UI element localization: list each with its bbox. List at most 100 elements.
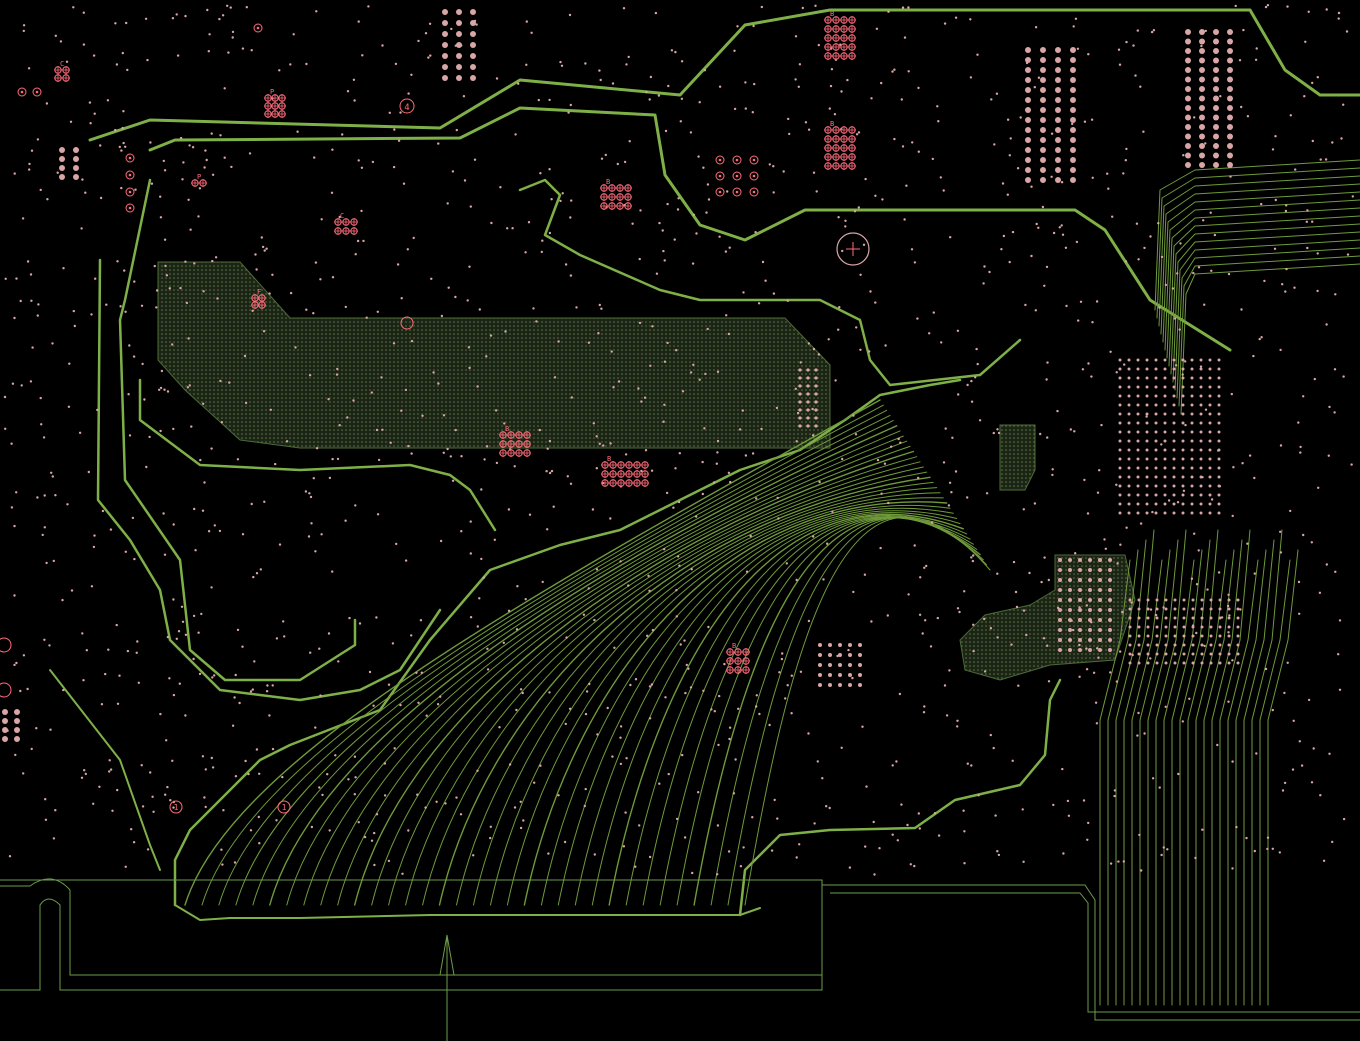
via[interactable] <box>948 481 952 484</box>
via[interactable] <box>1199 457 1203 461</box>
via[interactable] <box>335 373 339 376</box>
via[interactable] <box>1217 421 1221 425</box>
via[interactable] <box>1208 394 1212 398</box>
via[interactable] <box>1163 484 1167 488</box>
via[interactable] <box>870 620 873 623</box>
via[interactable] <box>133 557 136 561</box>
via[interactable] <box>1172 457 1176 461</box>
via[interactable] <box>1182 661 1186 665</box>
component-pad[interactable] <box>840 43 848 51</box>
via[interactable] <box>1209 598 1213 602</box>
via[interactable] <box>62 688 65 692</box>
via[interactable] <box>881 198 884 201</box>
via[interactable] <box>393 747 396 750</box>
via[interactable] <box>400 409 403 412</box>
via[interactable] <box>880 492 883 495</box>
via[interactable] <box>1185 162 1191 168</box>
via[interactable] <box>1190 448 1194 452</box>
via[interactable] <box>1164 705 1167 708</box>
via[interactable] <box>761 260 765 264</box>
via[interactable] <box>485 445 489 448</box>
via[interactable] <box>612 386 615 389</box>
via[interactable] <box>427 56 430 59</box>
via[interactable] <box>456 31 462 37</box>
via[interactable] <box>1164 661 1168 665</box>
via[interactable] <box>985 492 989 495</box>
via[interactable] <box>1145 448 1149 452</box>
via[interactable] <box>470 64 476 70</box>
via[interactable] <box>1145 475 1149 479</box>
via[interactable] <box>1123 363 1126 366</box>
via[interactable] <box>798 63 802 66</box>
via[interactable] <box>1173 607 1177 611</box>
via[interactable] <box>271 747 275 751</box>
via[interactable] <box>1173 598 1177 602</box>
via[interactable] <box>258 842 261 845</box>
via[interactable] <box>545 470 548 473</box>
via[interactable] <box>1302 395 1305 398</box>
via[interactable] <box>1070 117 1076 123</box>
via[interactable] <box>661 229 664 232</box>
via[interactable] <box>1213 95 1219 102</box>
via[interactable] <box>361 54 364 57</box>
via[interactable] <box>1125 526 1128 529</box>
via[interactable] <box>1098 588 1102 592</box>
via[interactable] <box>469 520 472 523</box>
via[interactable] <box>1217 385 1221 389</box>
via[interactable] <box>515 708 518 712</box>
via[interactable] <box>1058 598 1062 602</box>
via[interactable] <box>925 564 928 568</box>
via[interactable] <box>1146 607 1150 611</box>
signal-trace[interactable] <box>252 420 894 906</box>
via[interactable] <box>251 688 254 691</box>
via[interactable] <box>662 420 665 423</box>
via[interactable] <box>893 68 896 71</box>
via[interactable] <box>3 395 7 399</box>
via[interactable] <box>848 643 852 647</box>
via[interactable] <box>687 667 690 670</box>
via[interactable] <box>651 325 654 328</box>
via[interactable] <box>1058 568 1062 572</box>
via[interactable] <box>1077 319 1080 322</box>
via[interactable] <box>1241 462 1244 465</box>
via[interactable] <box>821 777 824 780</box>
component-pad[interactable] <box>62 74 70 82</box>
via[interactable] <box>1155 616 1159 620</box>
via[interactable] <box>1118 439 1122 443</box>
signal-trace[interactable] <box>625 515 968 906</box>
via[interactable] <box>1015 605 1019 609</box>
component-pad[interactable] <box>625 461 633 469</box>
via[interactable] <box>251 309 254 312</box>
via[interactable] <box>1217 376 1221 380</box>
via[interactable] <box>1122 172 1125 175</box>
via[interactable] <box>337 660 340 663</box>
via[interactable] <box>890 445 893 448</box>
component-pad[interactable] <box>54 74 62 82</box>
via[interactable] <box>1274 198 1278 202</box>
via[interactable] <box>807 128 811 131</box>
via[interactable] <box>858 643 862 647</box>
via[interactable] <box>1172 358 1176 362</box>
component-pad[interactable] <box>191 179 199 187</box>
via[interactable] <box>376 310 379 313</box>
via[interactable] <box>947 504 951 507</box>
via[interactable] <box>970 556 973 559</box>
via[interactable] <box>1242 28 1245 32</box>
via[interactable] <box>253 660 256 663</box>
via[interactable] <box>666 202 669 206</box>
via[interactable] <box>1255 752 1258 755</box>
via[interactable] <box>703 427 706 430</box>
via[interactable] <box>1199 439 1203 443</box>
via[interactable] <box>1146 661 1150 665</box>
via[interactable] <box>1338 619 1342 622</box>
via[interactable] <box>1235 825 1238 829</box>
via[interactable] <box>616 162 619 166</box>
via[interactable] <box>419 619 423 622</box>
via[interactable] <box>1070 167 1076 173</box>
via[interactable] <box>373 831 376 835</box>
via[interactable] <box>814 416 818 420</box>
via[interactable] <box>127 393 130 396</box>
via[interactable] <box>1191 652 1195 656</box>
via[interactable] <box>1236 634 1240 638</box>
via[interactable] <box>1116 562 1119 565</box>
